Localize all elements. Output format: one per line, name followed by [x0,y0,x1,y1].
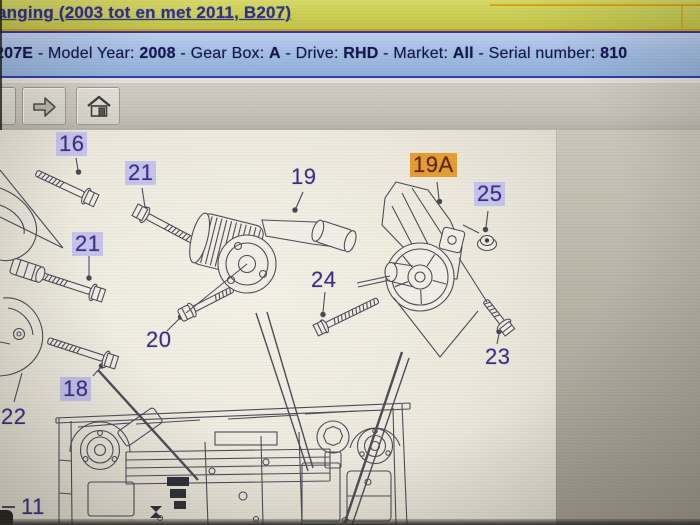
top-divider-line [490,4,700,6]
vehicle-info-bar: 207E - Model Year: 2008 - Gear Box: A - … [0,31,700,78]
part-label-19A[interactable]: 19A [410,153,457,177]
bar-divider [0,78,700,83]
leader-lines [2,157,502,508]
part-label-18[interactable]: 18 [60,377,92,401]
nut-25-drawing [462,224,498,252]
part-label-21-lower[interactable]: 21 [72,232,104,256]
part-label-16[interactable]: 16 [56,132,88,156]
left-bracket-and-shield-drawing [0,169,64,377]
forward-button[interactable] [22,87,66,125]
top-divider-line-vertical [681,4,683,29]
part-label-25[interactable]: 25 [474,182,506,206]
part-label-20[interactable]: 20 [146,327,172,352]
bolt-18-drawing [47,337,120,370]
part-label-11[interactable]: 11 [21,494,45,519]
engine-bay-overview-drawing [55,402,411,525]
bolt-21-lower-drawing [35,271,107,303]
part-label-19[interactable]: 19 [291,164,317,189]
mount-19-drawing [185,212,357,314]
parts-diagram-artwork [0,157,516,525]
partial-toolbar-button[interactable] [0,87,16,125]
catalog-section-link[interactable]: anging (2003 tot en met 2011, B207) [0,3,292,22]
part-label-23[interactable]: 23 [485,344,511,369]
mount-23-and-bracket-19A-drawing [356,181,488,358]
toolbar [0,83,700,130]
pointer-lines [97,311,410,525]
screen-left-edge [0,0,2,130]
empty-side-area [556,130,700,525]
bolt-24-drawing [312,297,380,337]
bolt-21-upper-drawing [131,203,195,244]
part-label-21-upper[interactable]: 21 [125,161,157,185]
bolt-20-drawing [177,286,234,322]
vehicle-info-text: 207E - Model Year: 2008 - Gear Box: A - … [0,45,628,62]
screen-bottom-edge [0,519,700,525]
bolt-23-drawing [483,299,516,337]
bolt-16-drawing [35,170,100,208]
part-label-24[interactable]: 24 [311,267,337,292]
part-label-22[interactable]: 22 [1,404,27,429]
home-button[interactable] [76,87,120,125]
